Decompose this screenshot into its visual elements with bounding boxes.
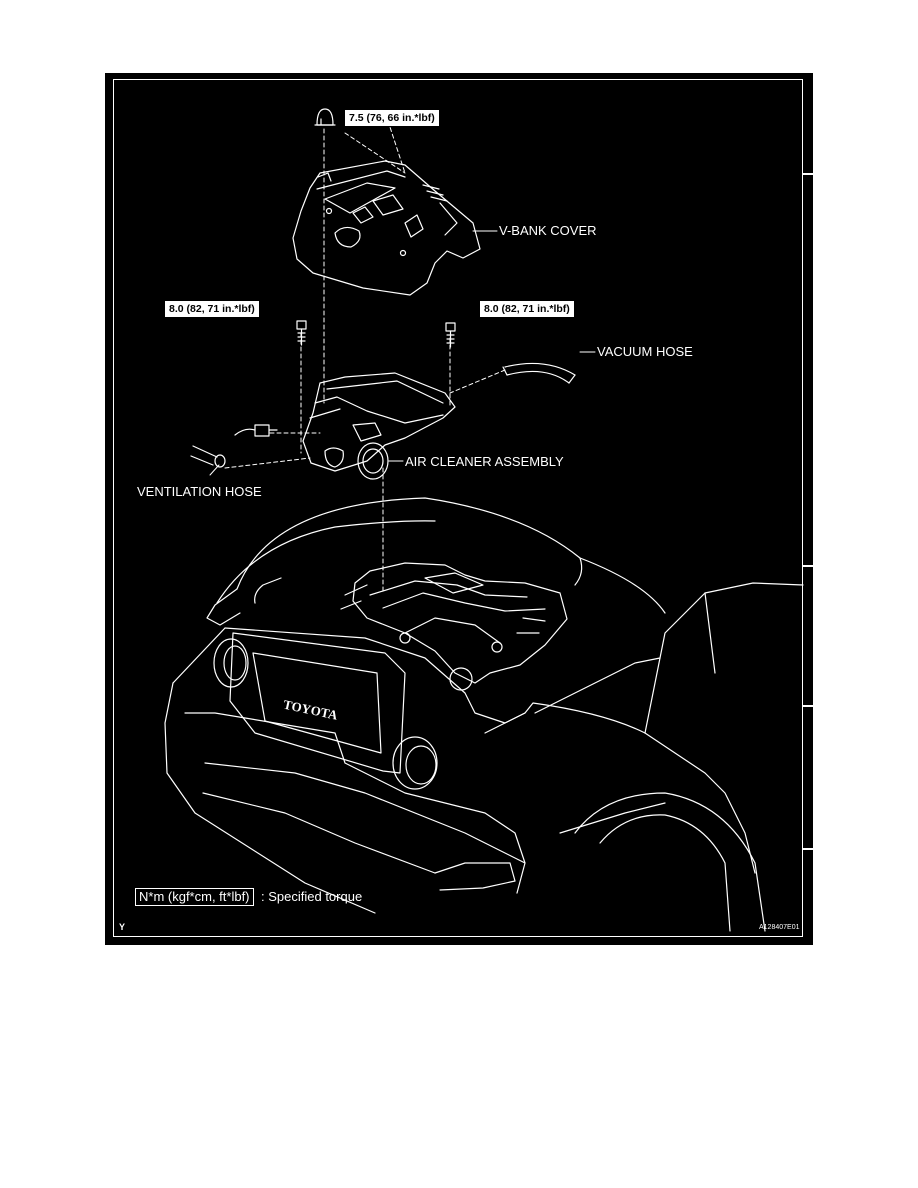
torque-unit-legend-box: N*m (kgf*cm, ft*lbf)	[135, 888, 254, 906]
diagram-frame: TOYOTA 7.5 (76, 66 in.*lbf) 8.0 (82, 71 …	[105, 73, 813, 945]
right-headlight-drawing	[392, 736, 438, 790]
corner-mark: Y	[119, 922, 126, 932]
right-bolt-icon	[445, 322, 456, 348]
air-cleaner-assembly-label: AIR CLEANER ASSEMBLY	[405, 454, 564, 469]
vehicle-body-drawing	[164, 497, 804, 932]
v-bank-cover-label: V-BANK COVER	[499, 223, 597, 238]
figure-id: A128407E01	[759, 924, 800, 931]
label-leader-lines	[209, 230, 596, 476]
cap-nut-torque-callout: 7.5 (76, 66 in.*lbf)	[345, 110, 439, 126]
ventilation-hose-drawing	[190, 445, 226, 468]
left-headlight-drawing	[213, 638, 249, 688]
torque-legend-description: : Specified torque	[261, 889, 363, 904]
cap-nut-icon	[314, 108, 336, 126]
vacuum-hose-label: VACUUM HOSE	[597, 344, 693, 359]
grille-drawing: TOYOTA	[229, 632, 406, 774]
wire-connector-drawing	[234, 424, 278, 437]
grille-logo-lettering: TOYOTA	[282, 697, 340, 723]
engine-drawing	[340, 562, 568, 691]
alignment-dashed-lines	[224, 120, 506, 594]
exploded-view-drawing: TOYOTA	[164, 108, 804, 932]
ventilation-hose-label: VENTILATION HOSE	[137, 484, 262, 499]
v-bank-cover-drawing	[292, 160, 481, 296]
vacuum-hose-drawing	[502, 362, 576, 384]
diagram-inner-border	[113, 79, 803, 937]
air-cleaner-assembly-drawing	[302, 372, 456, 480]
right-bolt-torque-callout: 8.0 (82, 71 in.*lbf)	[480, 301, 574, 317]
left-bolt-icon	[296, 320, 307, 346]
left-bolt-torque-callout: 8.0 (82, 71 in.*lbf)	[165, 301, 259, 317]
